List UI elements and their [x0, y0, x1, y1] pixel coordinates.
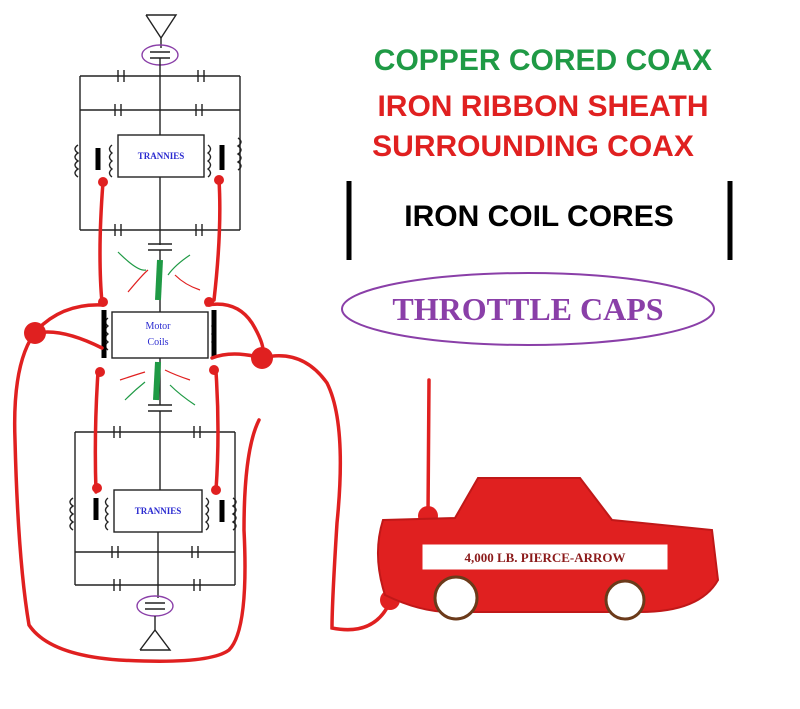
- iron-sheath-wiring: [12, 178, 431, 663]
- iron-coil-cores: [93, 145, 225, 522]
- top-rail-upper: [79, 70, 241, 230]
- car-front-wheel: [604, 579, 646, 621]
- legend-iron-coil-cores: IRON COIL CORES: [404, 200, 673, 233]
- copper-coax: [153, 259, 163, 401]
- legend-iron-sheath-line2: SURROUNDING COAX: [372, 130, 694, 163]
- motor-coils-label-line2: Coils: [147, 337, 168, 348]
- bottom-antenna-icon: [136, 595, 174, 651]
- motor-coils-label-line1: Motor: [146, 321, 172, 332]
- top-trannies-block: [108, 130, 212, 245]
- top-rail-middle: [80, 104, 240, 116]
- sheath-junctions: [24, 175, 438, 610]
- bottom-left-side-coil: [69, 497, 75, 531]
- bottom-trannies-block: [104, 489, 210, 598]
- car-rear-wheel: [433, 575, 479, 621]
- field-arrows: [117, 251, 201, 406]
- bottom-trannies-label: TRANNIES: [135, 506, 182, 516]
- car-label: 4,000 LB. PIERCE-ARROW: [464, 550, 625, 565]
- pierce-arrow-car-icon: 4,000 LB. PIERCE-ARROW: [376, 477, 720, 621]
- car-label-plate: [421, 543, 669, 571]
- bottom-rail-lower: [75, 546, 235, 591]
- legend-throttle-caps: THROTTLE CAPS: [392, 291, 663, 327]
- top-trannies-label: TRANNIES: [138, 151, 185, 161]
- legend-throttle-ellipse: [341, 272, 715, 346]
- top-left-side-coil: [74, 144, 80, 178]
- top-antenna-icon: [141, 14, 179, 76]
- legend-copper-coax: COPPER CORED COAX: [374, 44, 712, 77]
- legend: COPPER CORED COAX IRON RIBBON SHEATH SUR…: [341, 44, 733, 346]
- legend-iron-sheath-line1: IRON RIBBON SHEATH: [377, 90, 708, 123]
- top-right-side-coil: [236, 137, 242, 171]
- bottom-right-side-coil: [231, 497, 237, 531]
